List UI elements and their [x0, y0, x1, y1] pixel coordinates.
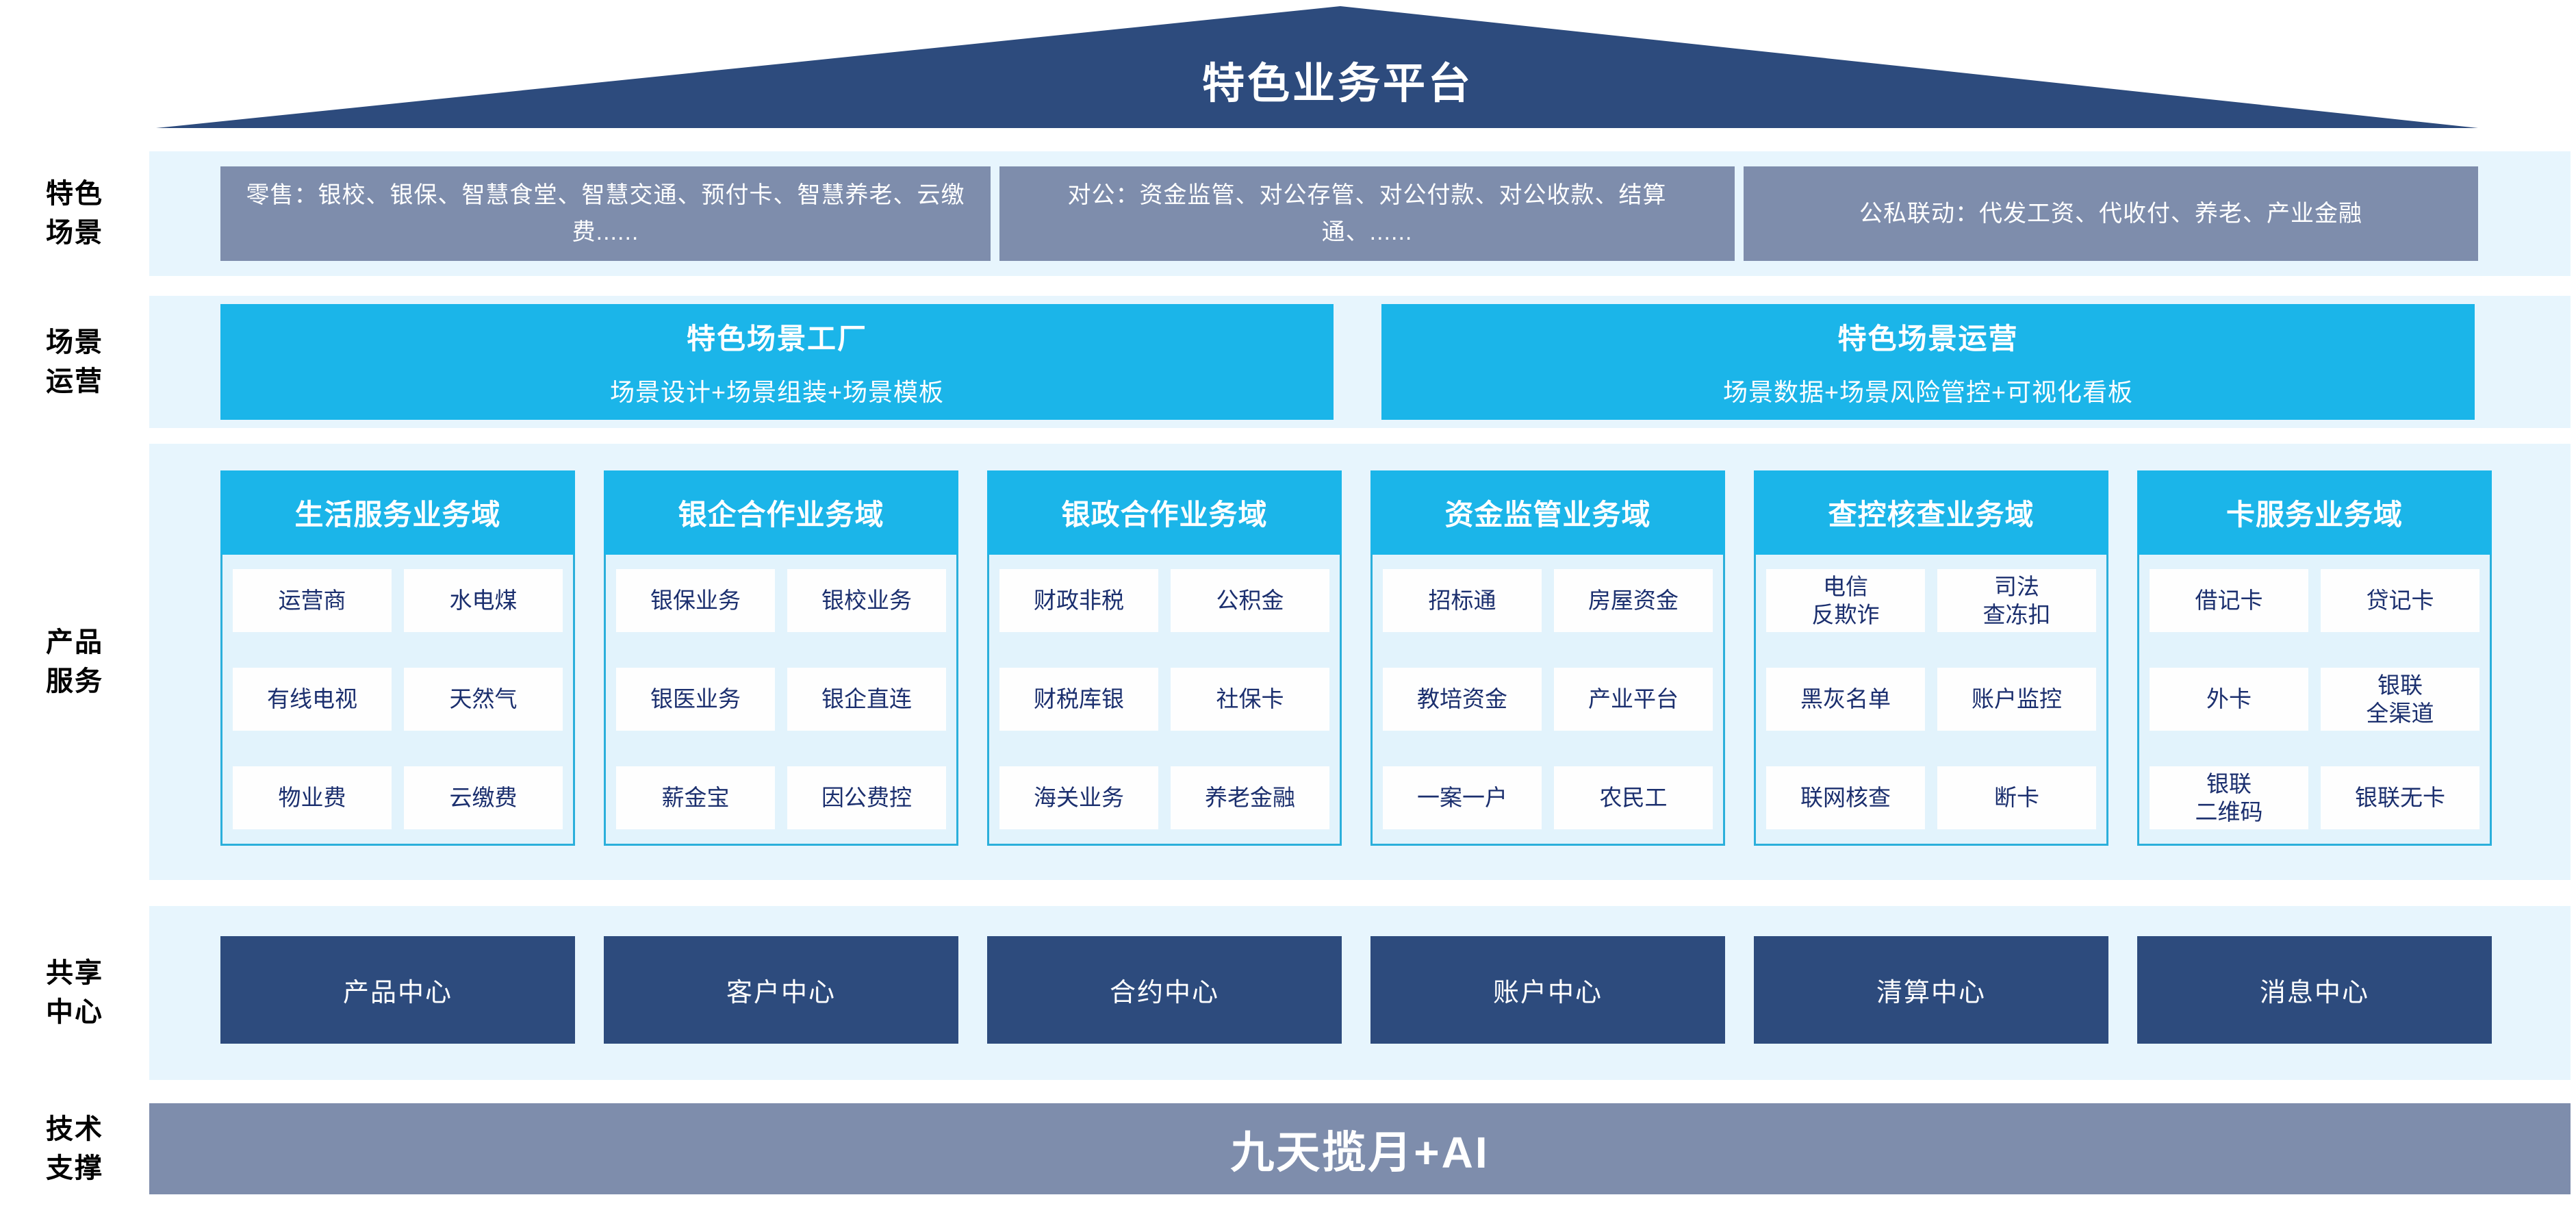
operation-band: 特色场景工厂 场景设计+场景组装+场景模板 特色场景运营 场景数据+场景风险管控…	[149, 296, 2571, 428]
center-box-contract: 合约中心	[987, 936, 1342, 1044]
domain-item: 司法 查冻扣	[1937, 569, 2096, 632]
domain-item: 天然气	[404, 668, 563, 731]
domain-item: 房屋资金	[1554, 569, 1713, 632]
domain-item: 有线电视	[233, 668, 392, 731]
center-box-customer: 客户中心	[604, 936, 958, 1044]
domain-item: 一案一户	[1383, 766, 1542, 829]
domain-item: 联网核查	[1766, 766, 1925, 829]
row-label-line: 服务	[46, 666, 103, 696]
domain-item: 因公费控	[787, 766, 946, 829]
op-box-subtitle: 场景设计+场景组装+场景模板	[609, 378, 945, 406]
row-label-shared-centers: 共享 中心	[0, 906, 149, 1080]
op-box-scene-factory: 特色场景工厂 场景设计+场景组装+场景模板	[220, 304, 1334, 420]
domain-item: 水电煤	[404, 569, 563, 632]
domain-item: 公积金	[1171, 569, 1329, 632]
domain-header: 银企合作业务域	[604, 470, 958, 555]
row-label-line: 中心	[46, 997, 103, 1027]
domain-item: 农民工	[1554, 766, 1713, 829]
row-label-line: 产品	[46, 627, 103, 657]
domain-item: 海关业务	[999, 766, 1158, 829]
row-label-line: 支撑	[46, 1153, 103, 1183]
domain-item: 云缴费	[404, 766, 563, 829]
domain-item: 电信 反欺诈	[1766, 569, 1925, 632]
scenario-band: 零售：银校、银保、智慧食堂、智慧交通、预付卡、智慧养老、云缴费...... 对公…	[149, 151, 2571, 276]
domain-item: 银校业务	[787, 569, 946, 632]
row-label-tech-support: 技术 支撑	[0, 1103, 149, 1194]
scenario-box-linkage: 公私联动：代发工资、代收付、养老、产业金融	[1744, 166, 2478, 261]
domain-item: 银企直连	[787, 668, 946, 731]
domain-item: 银联无卡	[2321, 766, 2479, 829]
op-box-subtitle: 场景数据+场景风险管控+可视化看板	[1722, 378, 2134, 406]
center-box-product: 产品中心	[220, 936, 575, 1044]
domain-header: 资金监管业务域	[1370, 470, 1725, 555]
domain-item: 外卡	[2150, 668, 2308, 731]
domain-item: 产业平台	[1554, 668, 1713, 731]
tech-support-bar: 九天揽月+AI	[149, 1103, 2571, 1194]
row-label-line: 技术	[46, 1114, 103, 1144]
center-box-message: 消息中心	[2137, 936, 2492, 1044]
domain-item: 招标通	[1383, 569, 1542, 632]
domain-item: 薪金宝	[616, 766, 775, 829]
domain-body: 财政非税 公积金 财税库银 社保卡 海关业务 养老金融	[987, 555, 1342, 846]
domain-item: 物业费	[233, 766, 392, 829]
domain-column-fund-supervision: 资金监管业务域 招标通 房屋资金 教培资金 产业平台 一案一户 农民工	[1370, 470, 1725, 846]
domain-item: 断卡	[1937, 766, 2096, 829]
center-box-account: 账户中心	[1370, 936, 1725, 1044]
domain-header: 卡服务业务域	[2137, 470, 2492, 555]
domain-item: 银医业务	[616, 668, 775, 731]
product-band: 生活服务业务域 运营商 水电煤 有线电视 天然气 物业费 云缴费 银企合作业务域…	[149, 444, 2571, 880]
op-box-title: 特色场景工厂	[686, 323, 867, 355]
domain-item: 银保业务	[616, 569, 775, 632]
row-label-products: 产品 服务	[0, 444, 149, 880]
domain-column-bank-enterprise: 银企合作业务域 银保业务 银校业务 银医业务 银企直连 薪金宝 因公费控	[604, 470, 958, 846]
domain-item: 黑灰名单	[1766, 668, 1925, 731]
domain-body: 电信 反欺诈 司法 查冻扣 黑灰名单 账户监控 联网核查 断卡	[1754, 555, 2108, 846]
domain-header: 银政合作业务域	[987, 470, 1342, 555]
shared-center-band: 产品中心 客户中心 合约中心 账户中心 清算中心 消息中心	[149, 906, 2571, 1080]
domain-item: 运营商	[233, 569, 392, 632]
domain-column-life-services: 生活服务业务域 运营商 水电煤 有线电视 天然气 物业费 云缴费	[220, 470, 575, 846]
row-label-line: 特色	[46, 179, 103, 210]
domain-item: 社保卡	[1171, 668, 1329, 731]
row-label-line: 运营	[46, 366, 103, 397]
op-box-scene-operation: 特色场景运营 场景数据+场景风险管控+可视化看板	[1381, 304, 2475, 420]
domain-item: 教培资金	[1383, 668, 1542, 731]
domain-item: 贷记卡	[2321, 569, 2479, 632]
scenario-box-retail: 零售：银校、银保、智慧食堂、智慧交通、预付卡、智慧养老、云缴费......	[220, 166, 991, 261]
domain-header: 生活服务业务域	[220, 470, 575, 555]
row-label-scenarios: 特色 场景	[0, 151, 149, 276]
domain-item: 账户监控	[1937, 668, 2096, 731]
domain-body: 银保业务 银校业务 银医业务 银企直连 薪金宝 因公费控	[604, 555, 958, 846]
row-label-line: 场景	[46, 218, 103, 248]
domain-body: 借记卡 贷记卡 外卡 银联 全渠道 银联 二维码 银联无卡	[2137, 555, 2492, 846]
domain-item: 财税库银	[999, 668, 1158, 731]
domain-item: 财政非税	[999, 569, 1158, 632]
row-label-line: 共享	[46, 958, 103, 989]
domain-column-inquiry-control: 查控核查业务域 电信 反欺诈 司法 查冻扣 黑灰名单 账户监控 联网核查 断卡	[1754, 470, 2108, 846]
domain-item: 养老金融	[1171, 766, 1329, 829]
center-box-clearing: 清算中心	[1754, 936, 2108, 1044]
domain-item: 借记卡	[2150, 569, 2308, 632]
domain-item: 银联 全渠道	[2321, 668, 2479, 731]
domain-column-card-services: 卡服务业务域 借记卡 贷记卡 外卡 银联 全渠道 银联 二维码 银联无卡	[2137, 470, 2492, 846]
row-label-line: 场景	[46, 327, 103, 357]
row-label-operation: 场景 运营	[0, 296, 149, 428]
roof-banner: 特色业务平台	[156, 6, 2478, 128]
domain-item: 银联 二维码	[2150, 766, 2308, 829]
domain-column-bank-government: 银政合作业务域 财政非税 公积金 财税库银 社保卡 海关业务 养老金融	[987, 470, 1342, 846]
domain-header: 查控核查业务域	[1754, 470, 2108, 555]
scenario-box-corporate: 对公：资金监管、对公存管、对公付款、对公收款、结算通、......	[999, 166, 1735, 261]
page-title: 特色业务平台	[1201, 60, 1473, 108]
domain-body: 招标通 房屋资金 教培资金 产业平台 一案一户 农民工	[1370, 555, 1725, 846]
domain-body: 运营商 水电煤 有线电视 天然气 物业费 云缴费	[220, 555, 575, 846]
op-box-title: 特色场景运营	[1837, 323, 2019, 355]
